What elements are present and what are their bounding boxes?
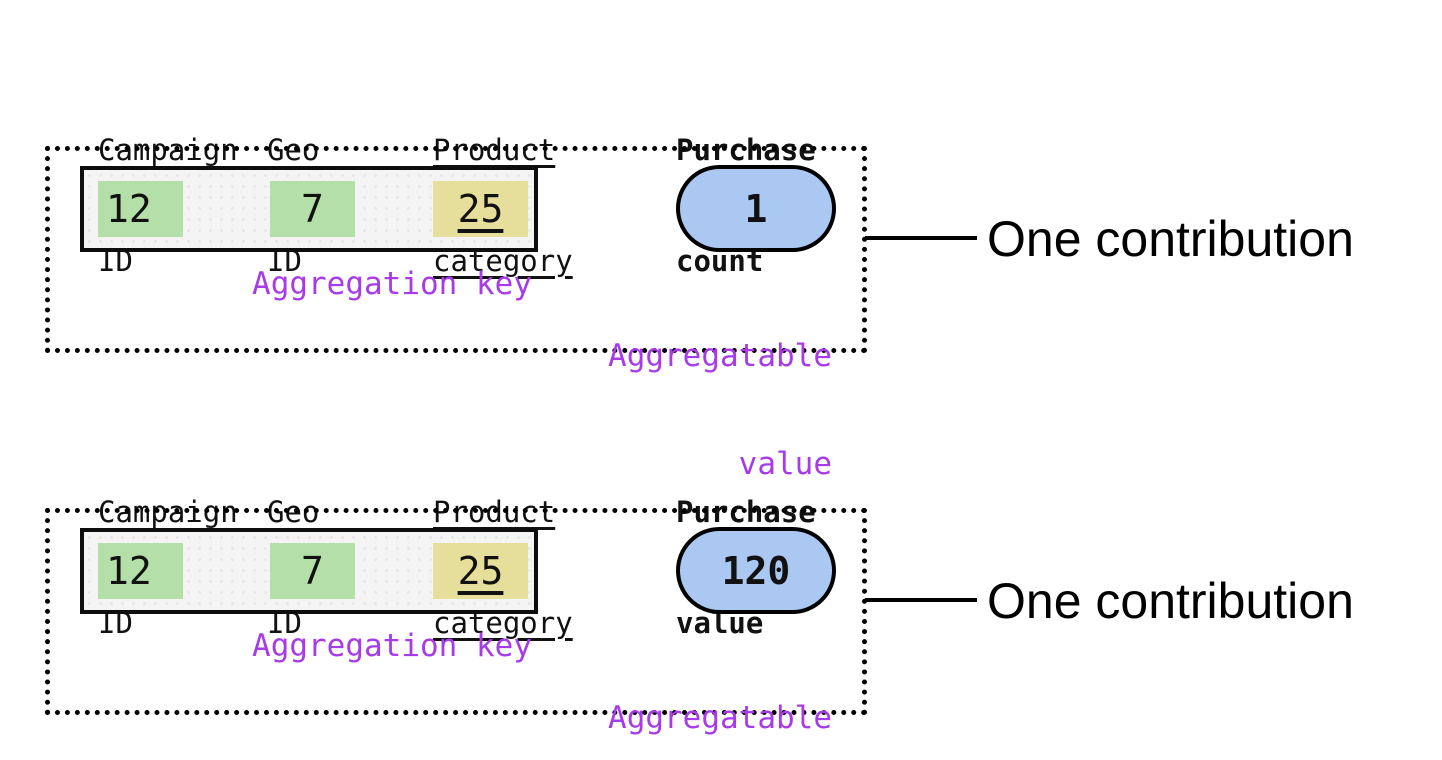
geo-id-cell: 7 [270, 543, 355, 599]
geo-id-cell: 7 [270, 181, 355, 237]
aggregation-key-label: Aggregation key [252, 628, 532, 664]
label-line: value [738, 446, 832, 482]
contribution-boundary-box [45, 146, 867, 353]
connector-line [865, 236, 977, 240]
aggregatable-value-pill: 1 [676, 165, 836, 252]
product-category-cell: 25 [433, 543, 528, 599]
one-contribution-label: One contribution [987, 573, 1354, 629]
aggregation-key-label: Aggregation key [252, 266, 532, 302]
one-contribution-label: One contribution [987, 211, 1354, 267]
aggregatable-value-label: Aggregatable value [520, 266, 832, 554]
aggregatable-value-label: Aggregatable value [520, 628, 832, 760]
connector-line [865, 598, 977, 602]
label-line: Aggregatable [608, 338, 832, 374]
contribution-boundary-box [45, 508, 867, 715]
label-line: Aggregatable [608, 700, 832, 736]
purchase-count-contribution: Campaign ID Geo ID Product category Purc… [0, 36, 1442, 482]
purchase-value-contribution: Campaign ID Geo ID Product category Purc… [0, 398, 1442, 760]
aggregatable-value-pill: 120 [676, 527, 836, 614]
product-category-cell: 25 [433, 181, 528, 237]
campaign-id-cell: 12 [98, 543, 183, 599]
campaign-id-cell: 12 [98, 181, 183, 237]
